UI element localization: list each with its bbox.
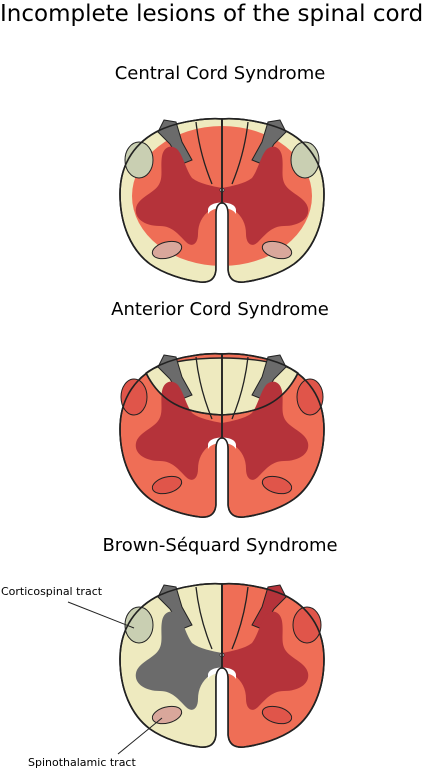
- anterior-cord-panel: [119, 352, 325, 518]
- central-cord-panel: [119, 117, 325, 283]
- heading-brown-sequard: Brown-Séquard Syndrome: [102, 535, 338, 556]
- spinothalamic-leader-line: [117, 717, 163, 755]
- heading-anterior-cord: Anterior Cord Syndrome: [111, 299, 329, 320]
- diagram-title: Incomplete lesions of the spinal cord: [0, 1, 424, 27]
- brown-sequard-panel: [119, 582, 325, 748]
- label-spinothalamic-tract: Spinothalamic tract: [28, 756, 136, 769]
- heading-central-cord: Central Cord Syndrome: [114, 63, 326, 84]
- label-corticospinal-tract: Corticospinal tract: [1, 585, 103, 598]
- corticospinal-leader-line: [67, 601, 135, 629]
